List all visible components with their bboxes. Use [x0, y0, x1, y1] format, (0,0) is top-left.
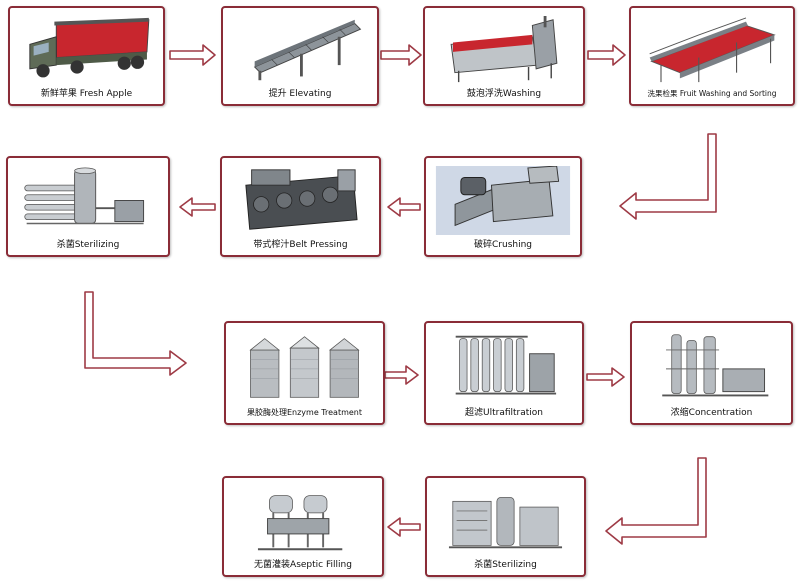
step-label: 带式榨汁Belt Pressing [253, 240, 348, 250]
step-sorting: 洗果检果 Fruit Washing and Sorting [629, 6, 795, 106]
enzyme-tanks-icon [234, 331, 375, 403]
arrow-left-1 [387, 197, 421, 217]
aseptic-filler-icon [232, 486, 374, 555]
sorting-conveyor-icon [639, 16, 785, 84]
bubble-washer-icon [433, 16, 575, 84]
ultrafiltration-icon [434, 331, 574, 403]
step-aseptic-filling: 无菌灌装Aseptic Filling [222, 476, 384, 577]
arrow-turn-down-left-1 [619, 133, 717, 220]
step-belt-pressing: 带式榨汁Belt Pressing [220, 156, 381, 257]
step-sterilizing-2: 杀菌Sterilizing [425, 476, 586, 577]
step-washing: 鼓泡浮洗Washing [423, 6, 585, 106]
sterilizer-icon [16, 166, 160, 235]
step-label: 杀菌Sterilizing [56, 240, 120, 250]
step-label: 鼓泡浮洗Washing [466, 89, 542, 99]
arrow-right-1 [169, 44, 216, 66]
step-label: 浓缩Concentration [670, 408, 753, 418]
arrow-right-2 [380, 44, 422, 66]
step-label: 破碎Crushing [474, 240, 532, 250]
step-label: 提升 Elevating [268, 89, 332, 99]
step-label: 杀菌Sterilizing [474, 560, 537, 570]
step-label: 洗果检果 Fruit Washing and Sorting [647, 89, 777, 98]
step-enzyme-treatment: 果胶酶处理Enzyme Treatment [224, 321, 385, 425]
arrow-down-right [84, 291, 187, 376]
arrow-right-3 [587, 44, 626, 66]
fruit-truck-icon [18, 16, 155, 84]
sterilizer-skid-icon [435, 486, 576, 555]
arrow-right-5 [586, 367, 625, 387]
arrow-left-3 [387, 517, 421, 537]
crusher-icon [434, 166, 572, 235]
arrow-right-4 [384, 365, 419, 385]
step-label: 无菌灌装Aseptic Filling [254, 560, 352, 570]
step-label: 超滤Ultrafiltration [465, 408, 543, 418]
step-sterilizing-1: 杀菌Sterilizing [6, 156, 170, 257]
elevator-conveyor-icon [231, 16, 369, 84]
arrow-turn-down-left-2 [605, 457, 707, 545]
belt-press-icon [230, 166, 371, 235]
evaporator-icon [640, 331, 783, 403]
step-ultrafiltration: 超滤Ultrafiltration [424, 321, 584, 425]
step-label: 新鲜苹果 Fresh Apple [40, 89, 133, 99]
step-concentration: 浓缩Concentration [630, 321, 793, 425]
arrow-left-2 [179, 197, 216, 217]
step-fresh-apple: 新鲜苹果 Fresh Apple [8, 6, 165, 106]
step-label: 果胶酶处理Enzyme Treatment [246, 408, 363, 417]
step-crushing: 破碎Crushing [424, 156, 582, 257]
step-elevating: 提升 Elevating [221, 6, 379, 106]
